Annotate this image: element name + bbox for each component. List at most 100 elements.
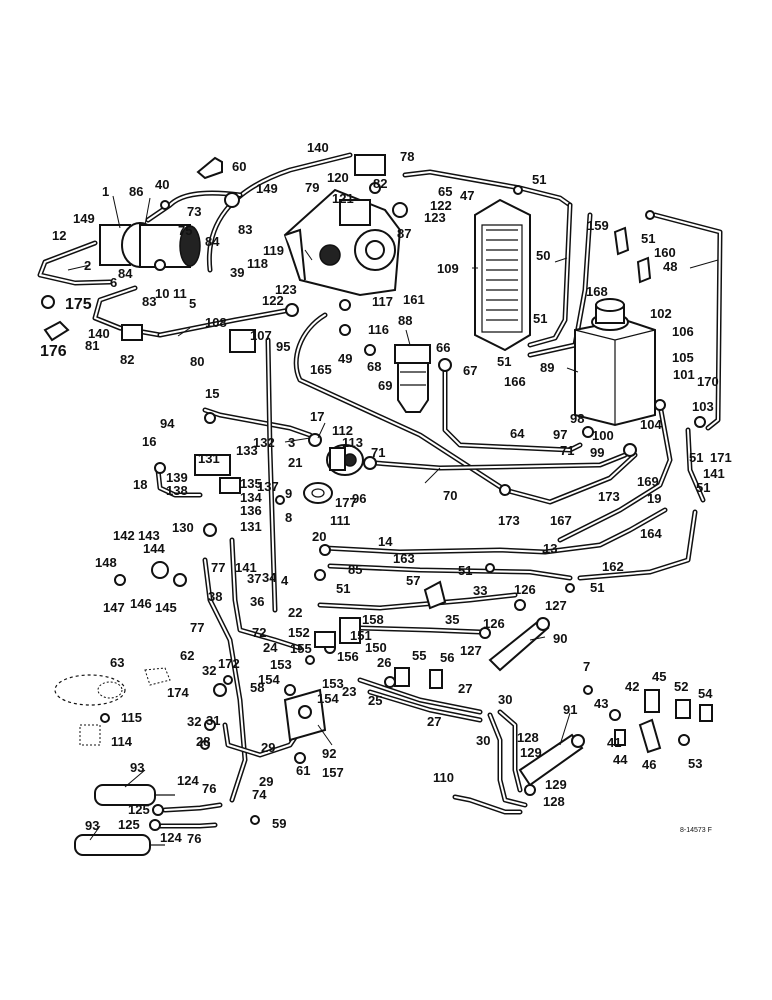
callout-127b: 127: [460, 643, 482, 658]
callout-147: 147: [103, 600, 125, 615]
callout-49: 49: [338, 351, 352, 366]
callout-150: 150: [365, 640, 387, 655]
callout-128b: 128: [543, 794, 565, 809]
callout-106: 106: [672, 324, 694, 339]
callout-99: 99: [590, 445, 604, 460]
callout-122a: 122: [430, 198, 452, 213]
callout-171: 171: [710, 450, 732, 465]
callout-68: 68: [367, 359, 381, 374]
callout-176: 176: [40, 343, 67, 360]
callout-98: 98: [570, 411, 584, 426]
callout-44: 44: [613, 752, 628, 767]
callout-124b: 124: [160, 830, 182, 845]
callout-40: 40: [155, 177, 169, 192]
callout-122b: 122: [262, 293, 284, 308]
callout-149b: 149: [256, 181, 278, 196]
callout-75: 75: [178, 223, 192, 238]
reference-code: 8-14573 F: [680, 827, 712, 834]
callout-168: 168: [586, 284, 608, 299]
callout-128a: 128: [517, 730, 539, 745]
callout-152: 152: [288, 625, 310, 640]
bracket-46: [638, 718, 662, 754]
callout-165: 165: [310, 362, 332, 377]
callout-42: 42: [625, 679, 639, 694]
callout-5: 5: [189, 296, 196, 311]
callout-27b: 27: [427, 714, 441, 729]
callout-81: 81: [85, 338, 99, 353]
callout-84b: 84: [118, 266, 133, 281]
components: [41, 154, 713, 856]
callout-116: 116: [368, 322, 389, 337]
callout-77b: 77: [190, 620, 204, 635]
valve-107: [229, 329, 256, 353]
callout-104: 104: [640, 417, 662, 432]
callout-51g: 51: [458, 563, 472, 578]
callout-153b: 153: [322, 676, 344, 691]
callout-51c: 51: [533, 311, 547, 326]
callout-43: 43: [594, 696, 608, 711]
callout-53: 53: [688, 756, 702, 771]
cylinder-93a: [94, 784, 175, 806]
callout-3: 3: [288, 435, 295, 450]
bolt-175: [41, 295, 55, 309]
fitting-44: [614, 729, 626, 746]
callout-57: 57: [406, 573, 420, 588]
callout-138: 138: [166, 483, 188, 498]
callout-19: 19: [647, 491, 661, 506]
reservoir-89: [574, 298, 656, 427]
motor-96: [326, 444, 364, 476]
callout-162: 162: [602, 559, 624, 574]
callout-39: 39: [230, 265, 244, 280]
callout-33: 33: [473, 583, 487, 598]
callout-65: 65: [438, 184, 452, 199]
callout-153a: 153: [270, 657, 292, 672]
callout-107: 107: [250, 328, 272, 343]
callout-164: 164: [640, 526, 662, 541]
callout-71a: 71: [371, 445, 385, 460]
callout-175: 175: [65, 296, 92, 313]
callout-72: 72: [252, 625, 266, 640]
bracket-55: [394, 667, 410, 687]
callout-32a: 32: [202, 663, 216, 678]
callout-51i: 51: [336, 581, 350, 596]
bracket-159: [613, 226, 630, 256]
dashed-part-114: [79, 724, 101, 746]
callout-15: 15: [205, 386, 219, 401]
callout-18: 18: [133, 477, 147, 492]
callout-134: 134: [240, 490, 262, 505]
callout-14: 14: [378, 534, 393, 549]
callout-70: 70: [443, 488, 457, 503]
callout-56: 56: [440, 650, 454, 665]
callout-146: 146: [130, 596, 152, 611]
callout-16: 16: [142, 434, 156, 449]
callout-35: 35: [445, 612, 459, 627]
callout-4: 4: [281, 573, 289, 588]
callout-64: 64: [510, 426, 525, 441]
callout-111: 111: [330, 513, 350, 528]
callout-161: 161: [403, 292, 425, 307]
callout-87: 87: [397, 226, 411, 241]
callout-83b: 83: [142, 294, 156, 309]
callout-23: 23: [342, 684, 356, 699]
callout-157: 157: [322, 765, 344, 780]
callout-96: 96: [352, 491, 366, 506]
bracket-82: [121, 324, 143, 341]
callout-131a: 131: [198, 451, 220, 466]
callout-66: 66: [436, 340, 450, 355]
callout-142: 142: [113, 528, 135, 543]
callout-110: 110: [433, 770, 454, 785]
callout-95: 95: [276, 339, 290, 354]
callout-169: 169: [637, 474, 659, 489]
filter-88: [394, 344, 431, 413]
callout-131b: 131: [240, 519, 262, 534]
callout-79: 79: [305, 180, 319, 195]
callout-labels: 1 2 3 4 5 6 7 8 9 10 11 12 13 14 15 16 1…: [40, 140, 732, 846]
gasket-111: [303, 482, 333, 504]
callout-28: 28: [196, 734, 210, 749]
callout-102: 102: [650, 306, 672, 321]
callout-71b: 71: [560, 443, 574, 458]
callout-177: 177: [335, 495, 357, 510]
callout-27a: 27: [458, 681, 472, 696]
callout-126a: 126: [514, 582, 536, 597]
callout-91: 91: [563, 702, 577, 717]
